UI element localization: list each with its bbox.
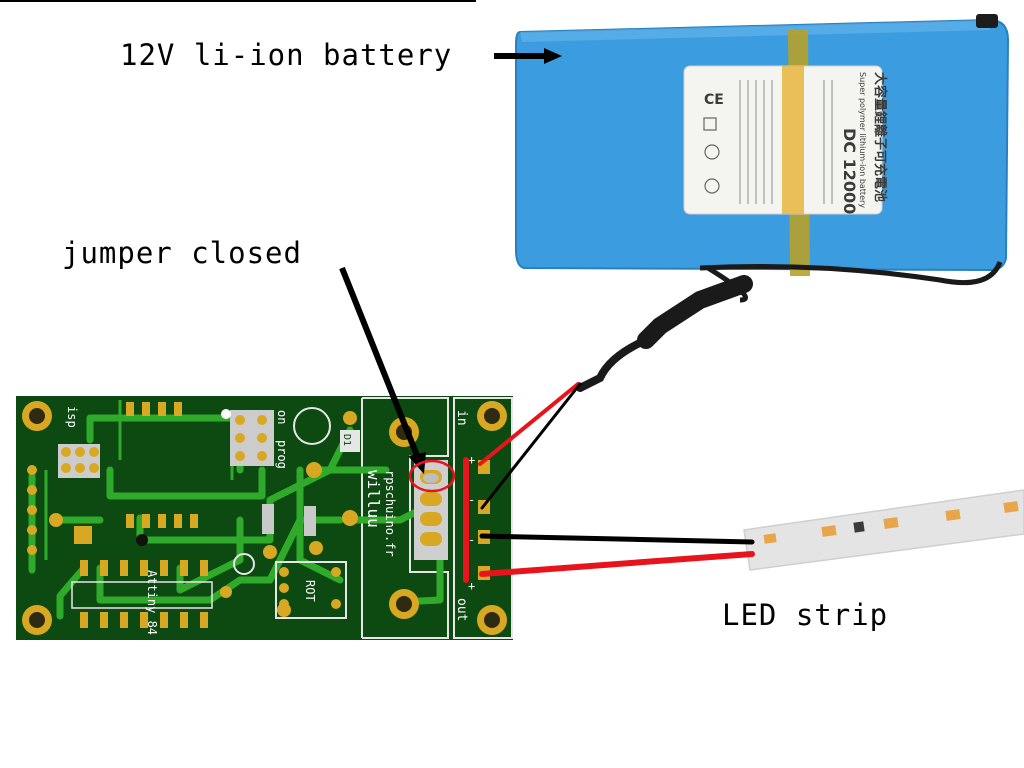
- rot-label: ROT: [303, 580, 317, 602]
- attiny-pads: [80, 560, 208, 628]
- battery-cable-loop: [699, 260, 1003, 286]
- left-edge-pads: [27, 465, 37, 555]
- resistor-chip: [853, 521, 865, 533]
- wire-black-battery: [480, 382, 582, 510]
- pcb-board: willuu rpschuino.fr Attiny 84 isp prog o…: [16, 396, 513, 640]
- led-strip: [743, 489, 1024, 571]
- sticker-subtitle: Super polymer lithium-ion battery: [858, 72, 867, 208]
- annotations: [339, 48, 562, 493]
- jumper-label: jumper closed: [62, 236, 302, 270]
- wire-red-led: [479, 551, 755, 577]
- pcb-name: willuu: [364, 470, 383, 528]
- sticker-chinese-title: 大容量鋰離子可充電池: [872, 72, 888, 202]
- wires: [463, 382, 755, 583]
- battery-model: DC 12000: [840, 128, 859, 214]
- battery-pack: CE 大容量鋰離子可充電池 Super polymer lithium: [515, 14, 1010, 392]
- jumper-header: [414, 460, 448, 560]
- dc-plug-body: [637, 275, 753, 349]
- led-chip: [945, 509, 961, 521]
- cert-mark-icon: [704, 178, 720, 194]
- jumper-arrow-head: [408, 452, 426, 474]
- battery-connector-cap: [976, 14, 998, 28]
- prog-label: prog: [275, 440, 289, 469]
- diode-label: D1: [341, 434, 352, 446]
- bin-icon: [703, 117, 717, 131]
- isp-header: [58, 444, 100, 478]
- battery-label: 12V li-ion battery: [120, 38, 453, 72]
- led-chip: [883, 517, 899, 529]
- diode-body: [340, 430, 360, 452]
- rotary-encoder: [275, 561, 347, 619]
- mounting-holes: [22, 401, 507, 635]
- sticker-fine-print: [739, 80, 833, 204]
- led-chip: [1003, 501, 1019, 513]
- plus-out-label: +: [468, 579, 475, 593]
- battery-arrow-head: [544, 48, 562, 64]
- led-chip: [821, 525, 837, 537]
- led-strip-label: LED strip: [722, 598, 889, 632]
- upper-ic-pads: [126, 402, 198, 528]
- wire-red-battery: [478, 382, 580, 466]
- battery-sticker: CE 大容量鋰離子可充電池 Super polymer lithium: [683, 65, 888, 215]
- battery-lead: [576, 336, 650, 392]
- plus-in-label: +: [468, 453, 475, 467]
- attiny-outline: [71, 581, 213, 609]
- isp-label: isp: [65, 406, 79, 428]
- led-chip: [763, 533, 777, 544]
- chip-label: Attiny 84: [145, 570, 159, 635]
- recycle-icon: [704, 144, 720, 160]
- led-chips: [763, 501, 1019, 544]
- prog-header: [230, 410, 274, 466]
- minus-in-label: -: [468, 493, 475, 507]
- pcb-website: rpschuino.fr: [383, 470, 397, 557]
- ce-mark: CE: [704, 92, 724, 108]
- on-label: on: [275, 410, 289, 424]
- out-label: out: [454, 598, 469, 621]
- in-label: in: [454, 410, 469, 426]
- jumper-arrow-shaft: [339, 266, 421, 460]
- jumper-highlight-circle: [408, 459, 456, 493]
- minus-out-label: -: [468, 533, 475, 547]
- misc-components: [49, 407, 358, 598]
- wire-black-led: [479, 533, 755, 545]
